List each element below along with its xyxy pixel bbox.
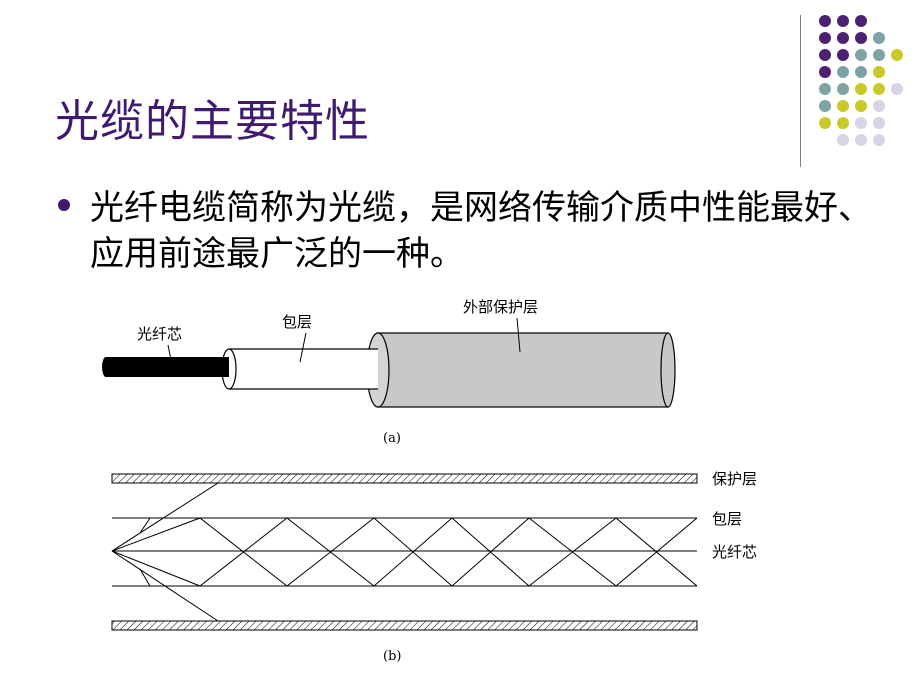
- dot: [873, 134, 885, 146]
- fiber-cable-figure: 光纤芯 包层 外部保护层 (a) 保护层 包层 光纤芯 (b): [102, 298, 757, 664]
- caption-a: (a): [383, 431, 401, 446]
- label-cladding-a: 包层: [282, 313, 312, 331]
- cladding-body: [229, 349, 378, 389]
- escape-ray-bottom: [111, 550, 219, 622]
- dot: [819, 117, 831, 129]
- dot: [819, 66, 831, 78]
- dot: [873, 66, 885, 78]
- dot: [819, 32, 831, 44]
- dot: [873, 83, 885, 95]
- dot: [891, 49, 903, 61]
- dot: [819, 83, 831, 95]
- dot: [855, 49, 867, 61]
- dot: [837, 32, 849, 44]
- dot: [855, 66, 867, 78]
- light-ray-2: [111, 517, 698, 587]
- jacket-end: [660, 332, 676, 408]
- light-ray-1: [111, 517, 698, 587]
- dot: [873, 117, 885, 129]
- figure-a: 光纤芯 包层 外部保护层 (a): [102, 298, 676, 446]
- label-jacket-b: 保护层: [712, 470, 757, 488]
- core-body: [106, 357, 229, 377]
- dot: [837, 66, 849, 78]
- label-core-a: 光纤芯: [137, 325, 182, 343]
- jacket-bottom: [111, 620, 698, 631]
- label-cladding-b: 包层: [712, 510, 742, 528]
- dot: [837, 134, 849, 146]
- dot: [837, 83, 849, 95]
- dot: [855, 134, 867, 146]
- dot: [873, 100, 885, 112]
- dot: [855, 15, 867, 27]
- dot: [837, 117, 849, 129]
- dot: [873, 49, 885, 61]
- dot: [819, 15, 831, 27]
- decorative-dot-grid: [819, 15, 903, 146]
- escape-ray-top: [111, 482, 219, 552]
- title-divider-line: [800, 15, 801, 167]
- slide-title: 光缆的主要特性: [55, 96, 370, 147]
- caption-b: (b): [383, 649, 401, 664]
- dot: [819, 100, 831, 112]
- dot: [855, 83, 867, 95]
- label-core-b: 光纤芯: [712, 543, 757, 561]
- jacket-body: [377, 332, 669, 408]
- dot: [837, 15, 849, 27]
- bullet-marker: [58, 199, 70, 211]
- dot: [855, 32, 867, 44]
- dot: [891, 83, 903, 95]
- dot: [819, 49, 831, 61]
- dot: [837, 100, 849, 112]
- bullet-text: 光纤电缆简称为光缆，是网络传输介质中性能最好、应用前途最广泛的一种。: [90, 188, 872, 274]
- dot: [837, 49, 849, 61]
- dot: [855, 117, 867, 129]
- figure-b: 保护层 包层 光纤芯 (b): [111, 470, 757, 664]
- dot: [855, 100, 867, 112]
- jacket-top: [111, 473, 698, 484]
- label-jacket-a: 外部保护层: [463, 298, 538, 316]
- dot: [873, 32, 885, 44]
